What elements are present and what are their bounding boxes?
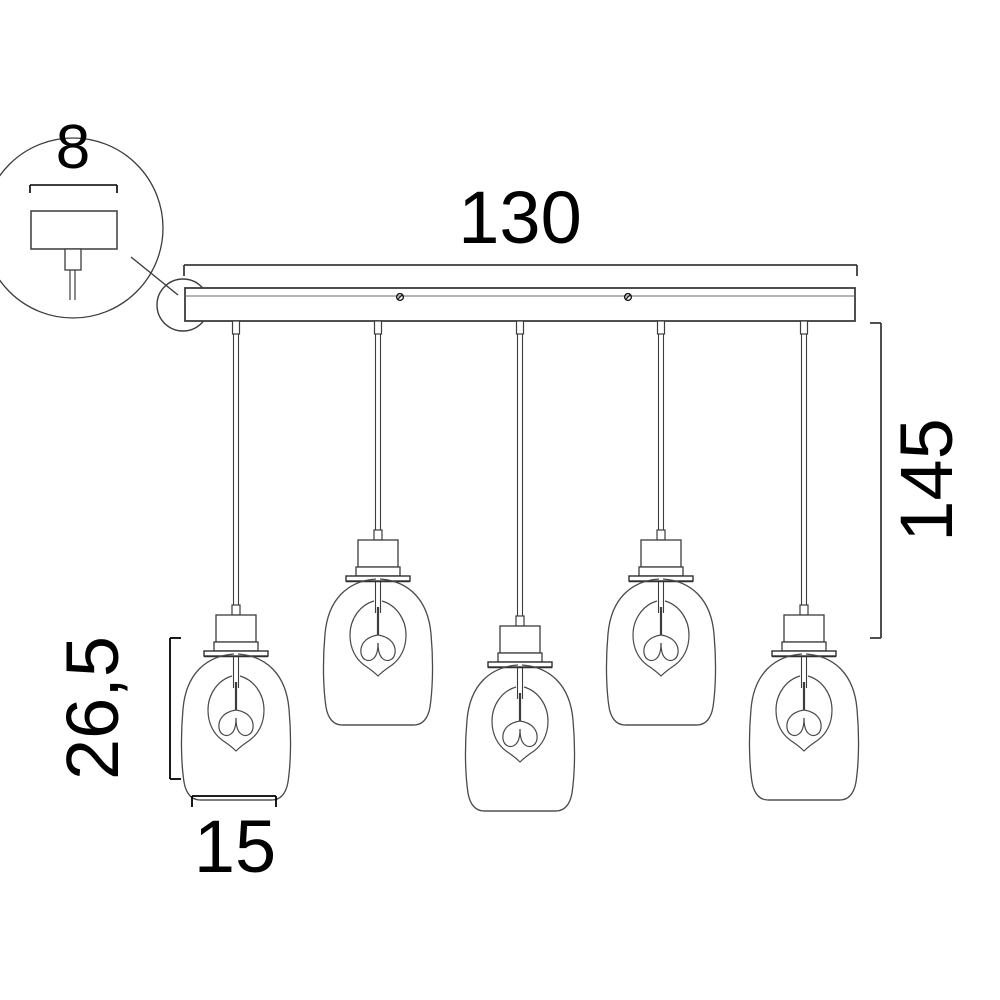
detail-leader-line (130, 256, 179, 296)
pendant-3-nipple (515, 320, 525, 335)
pendant-5 (748, 320, 860, 802)
pendant-1-nipple (231, 320, 241, 335)
canopy-connector (64, 248, 82, 271)
total-height-label: 145 (885, 418, 968, 541)
canopy-body (30, 210, 118, 250)
pendant-3-lamp (464, 614, 576, 813)
pendant-4-lamp (605, 528, 717, 727)
pendant-3 (464, 320, 576, 813)
bar-screw-2 (623, 292, 633, 302)
shade-width-dimension (191, 795, 277, 807)
pendant-2-nipple (373, 320, 383, 335)
pendant-2 (322, 320, 434, 727)
pendant-5-nipple (799, 320, 809, 335)
canopy-width-dimension-line (29, 184, 118, 193)
bar-length-dimension (183, 264, 858, 276)
pendant-1 (180, 320, 292, 802)
pendant-5-lamp (748, 603, 860, 802)
pendant-1-lamp (180, 603, 292, 802)
ceiling-bar (184, 287, 856, 322)
pendant-4 (605, 320, 717, 727)
bar-length-label: 130 (458, 176, 581, 259)
shade-height-label: 26,5 (51, 636, 134, 780)
pendant-2-lamp (322, 528, 434, 727)
canopy-width-label: 8 (56, 113, 90, 182)
shade-width-label: 15 (194, 805, 276, 888)
pendant-4-nipple (656, 320, 666, 335)
bar-screw-1 (395, 292, 405, 302)
canopy-detail-callout: 8 (0, 113, 210, 332)
detail-circle-large (0, 137, 164, 319)
shade-height-dimension (169, 637, 181, 780)
total-height-dimension (870, 322, 882, 639)
ceiling-bar-body (184, 287, 856, 322)
